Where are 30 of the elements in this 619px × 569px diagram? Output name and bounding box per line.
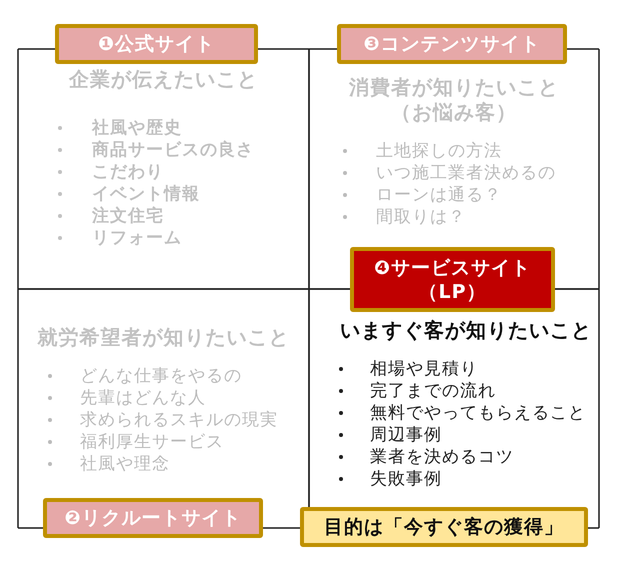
list-item: 土地探しの方法: [343, 140, 502, 162]
site-tag: ❶公式サイト: [55, 24, 258, 64]
list-item: 社風や理念: [48, 453, 170, 475]
list-item: 商品サービスの良さ: [58, 139, 254, 161]
list-item: 福利厚生サービス: [48, 431, 224, 453]
list-item: こだわり: [58, 161, 164, 183]
site-tag: ❸コンテンツサイト: [337, 24, 567, 64]
list-item: リフォーム: [58, 227, 182, 249]
site-tag: ❹サービスサイト（LP）: [350, 247, 555, 312]
list-item: どんな仕事をやるの: [48, 365, 242, 387]
panel-heading: 企業が伝えたいこと: [69, 67, 258, 92]
site-tag: ❷リクルートサイト: [43, 498, 263, 538]
list-item: 失敗事例: [339, 468, 442, 490]
list-item: 求められるスキルの現実: [48, 409, 278, 431]
list-item: ローンは通る？: [343, 184, 502, 206]
goal-banner: 目的は「今すぐ客の獲得」: [300, 507, 588, 547]
list-item: 間取りは？: [343, 206, 466, 228]
list-item: 注文住宅: [58, 205, 164, 227]
list-item: イベント情報: [58, 183, 200, 205]
list-item: 周辺事例: [339, 424, 442, 446]
list-item: 社風や歴史: [58, 117, 182, 139]
panel-heading: 就労希望者が知りたいこと: [38, 325, 290, 350]
list-item: 先輩はどんな人: [48, 387, 206, 409]
panel-heading: いますぐ客が知りたいこと: [340, 318, 592, 343]
list-item: 相場や見積り: [339, 358, 478, 380]
panel-heading: 消費者が知りたいこと（お悩み客）: [348, 75, 560, 125]
list-item: 業者を決めるコツ: [339, 446, 514, 468]
list-item: 完了までの流れ: [339, 380, 496, 402]
list-item: 無料でやってもらえること: [339, 402, 586, 424]
list-item: いつ施工業者決めるの: [343, 162, 556, 184]
